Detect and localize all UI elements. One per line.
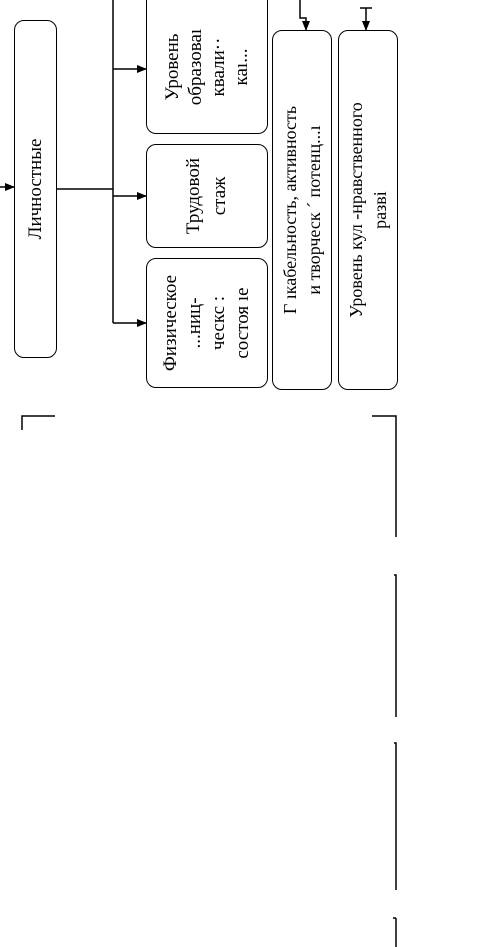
- experience-line-1: Трудовой: [183, 157, 204, 235]
- factor-box-education: Уровень образоваı квали·· каı...: [146, 0, 268, 134]
- physical-line-2: ...ниц-: [184, 297, 205, 349]
- bracket-left-1: [21, 415, 55, 430]
- trait-box-culture: Уровень кул -нравственного разві: [338, 30, 398, 390]
- education-line-1: Уровень: [162, 33, 183, 100]
- activity-line-2: и творческ ´ потенц...ı: [304, 125, 324, 295]
- education-line-2: образоваı: [185, 28, 206, 105]
- occlusion-patch: [158, 392, 266, 414]
- education-line-3: квали··: [208, 37, 229, 96]
- experience-line-2: стаж: [209, 176, 230, 216]
- factor-box-physical: Физическое ...ниц- ческс : состоя ıе: [146, 258, 268, 388]
- factor-box-experience: Трудовой стаж: [146, 144, 268, 248]
- trait-box-activity: Г ıкабельность, активность и творческ ´ …: [272, 30, 332, 390]
- culture-line-2: разві: [370, 191, 390, 229]
- bracket-right-3: [394, 742, 397, 890]
- culture-line-1: Уровень кул -нравственного: [346, 102, 366, 318]
- physical-line-4: состоя ıе: [232, 287, 253, 359]
- education-line-4: каı...: [231, 48, 252, 85]
- activity-line-1: Г ıкабельность, активность: [280, 105, 300, 315]
- bracket-right-2: [394, 574, 397, 717]
- main-factor-label: Личностные: [24, 138, 46, 240]
- trait-arrow-activity: [299, 0, 310, 31]
- main-factor-box: Личностные: [14, 20, 57, 358]
- physical-line-1: Физическое: [160, 274, 181, 372]
- physical-line-3: ческс :: [208, 295, 229, 351]
- bracket-right-1: [372, 415, 397, 537]
